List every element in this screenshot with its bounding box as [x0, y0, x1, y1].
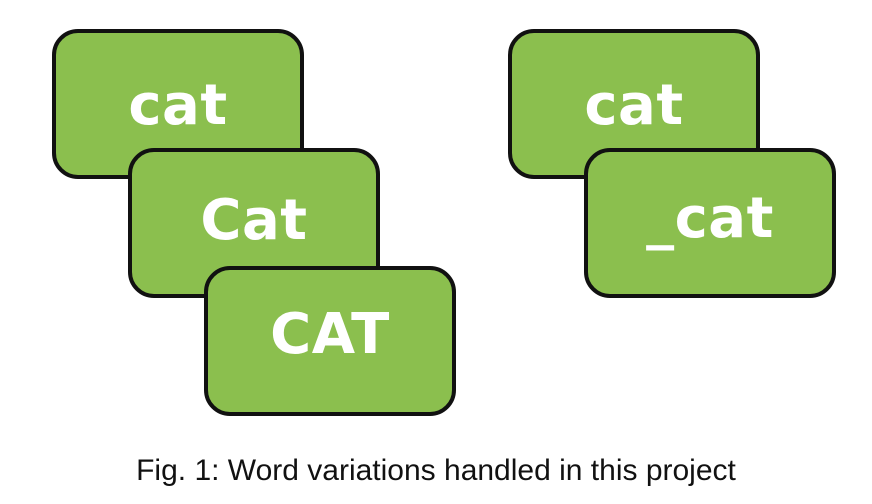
word-card-label: cat — [128, 73, 228, 138]
word-card-uppercase: CAT — [204, 266, 456, 416]
word-card-label: Cat — [200, 188, 308, 253]
word-card-underscore-prefix: _cat — [584, 148, 836, 298]
word-card-label: _cat — [646, 186, 774, 251]
figure-caption: Fig. 1: Word variations handled in this … — [136, 454, 736, 487]
word-card-label: cat — [584, 73, 684, 138]
word-card-label: CAT — [270, 302, 390, 367]
